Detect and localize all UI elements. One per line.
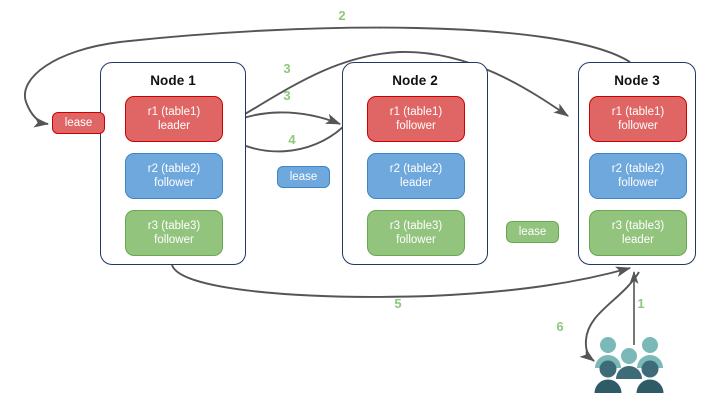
people-group-icon (594, 337, 664, 393)
replica-name: r1 (table1) (389, 106, 443, 118)
replica-name: r3 (table3) (611, 220, 665, 232)
replica-name: r2 (table2) (611, 163, 665, 175)
node-title: Node 1 (150, 73, 196, 88)
replica-name: r2 (table2) (147, 163, 201, 175)
node-container-2[interactable]: Node 2 r1 (table1) follower r2 (table2) … (342, 62, 488, 265)
replica-role: follower (396, 234, 436, 246)
lease-badge-red[interactable]: lease (52, 112, 105, 134)
arrow-step-5 (171, 264, 632, 298)
replica-role: leader (400, 177, 432, 189)
replica-name: r3 (table3) (389, 220, 443, 232)
replica-role: follower (154, 177, 194, 189)
replica-role: follower (618, 120, 658, 132)
step-label-1: 1 (637, 296, 645, 311)
step-label-5: 5 (394, 296, 402, 311)
lease-badge-blue[interactable]: lease (277, 166, 330, 188)
replica-name: r3 (table3) (147, 220, 201, 232)
node-container-3[interactable]: Node 3 r1 (table1) follower r2 (table2) … (578, 62, 696, 265)
replica-node1-r3[interactable]: r3 (table3) follower (125, 210, 223, 256)
step-label-4: 4 (288, 132, 296, 147)
step-label-6: 6 (556, 319, 564, 334)
replica-role: follower (396, 120, 436, 132)
lease-badge-green[interactable]: lease (506, 221, 559, 243)
node-container-1[interactable]: Node 1 r1 (table1) leader r2 (table2) fo… (100, 62, 246, 265)
replica-node3-r1[interactable]: r1 (table1) follower (589, 96, 687, 142)
lease-label: lease (518, 226, 547, 238)
replica-name: r1 (table1) (147, 106, 201, 118)
replica-node3-r2[interactable]: r2 (table2) follower (589, 153, 687, 199)
replica-node1-r2[interactable]: r2 (table2) follower (125, 153, 223, 199)
replica-role: leader (158, 120, 190, 132)
step-label-3b: 3 (283, 88, 291, 103)
replica-node2-r1[interactable]: r1 (table1) follower (367, 96, 465, 142)
lease-label: lease (289, 171, 318, 183)
replica-name: r1 (table1) (611, 106, 665, 118)
step-label-3a: 3 (283, 61, 291, 76)
lease-label: lease (64, 117, 93, 129)
replica-node2-r2[interactable]: r2 (table2) leader (367, 153, 465, 199)
node-title: Node 2 (392, 73, 438, 88)
replica-role: leader (622, 234, 654, 246)
node-title: Node 3 (614, 73, 660, 88)
step-label-2: 2 (338, 8, 346, 23)
replica-name: r2 (table2) (389, 163, 443, 175)
replica-node2-r3[interactable]: r3 (table3) follower (367, 210, 465, 256)
replica-node3-r3[interactable]: r3 (table3) leader (589, 210, 687, 256)
replica-role: follower (154, 234, 194, 246)
replica-node1-r1[interactable]: r1 (table1) leader (125, 96, 223, 142)
replica-role: follower (618, 177, 658, 189)
